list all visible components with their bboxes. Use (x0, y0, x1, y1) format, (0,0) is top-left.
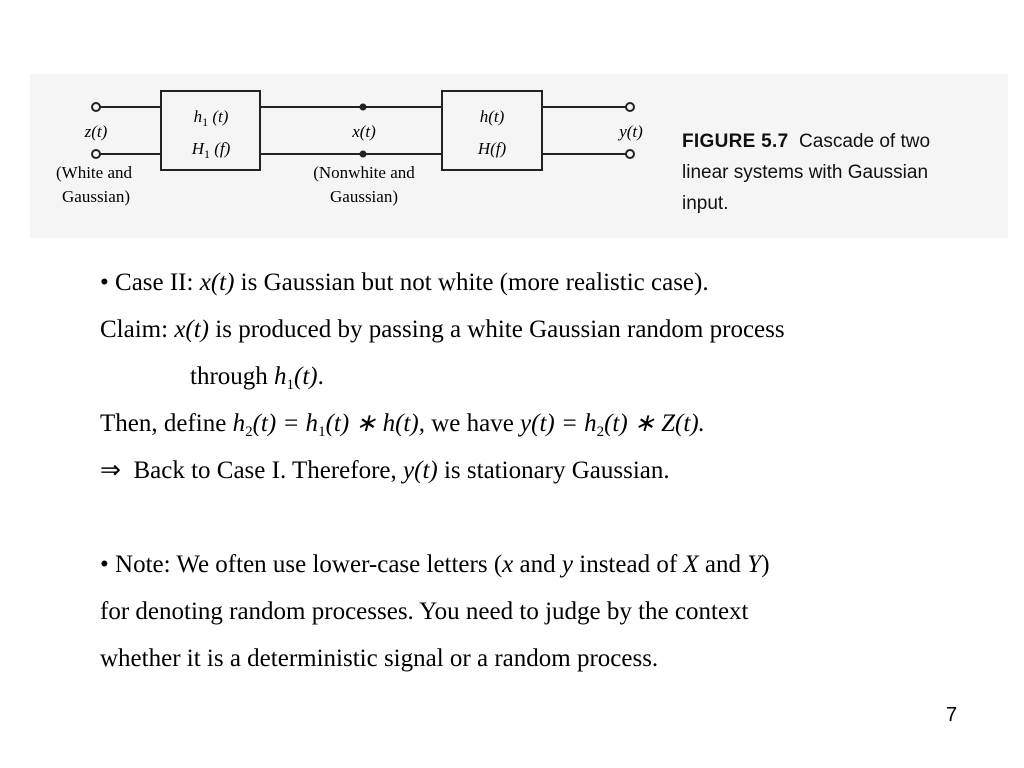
note-x: x (502, 551, 514, 578)
then-lead: Then, define (100, 410, 227, 437)
claim-lead: Claim: (100, 316, 169, 343)
block1-top-label: h1 (t) (194, 107, 229, 129)
case2-lead: Case II: (115, 269, 194, 296)
note-line-2: for denoting random processes. You need … (100, 598, 749, 625)
mid-signal-label: x(t) (351, 122, 376, 141)
bullet: • (100, 269, 109, 296)
figure-label: FIGURE 5.7 (682, 131, 789, 152)
through-tail: . (317, 363, 324, 390)
output-signal-label: y(t) (617, 122, 643, 141)
back-line: ⇒ Back to Case I. Therefore, y(t) is sta… (100, 447, 670, 494)
case2-line: • Case II: x(t) is Gaussian but not whit… (100, 259, 709, 306)
then-eq1: h2(t) = h1(t) ∗ h(t), (232, 410, 425, 440)
claim-var: x(t) (174, 316, 210, 343)
claim-rest: is produced by passing a white Gaussian … (215, 316, 785, 343)
implies-arrow: ⇒ (100, 457, 121, 484)
input-terminal-bottom (91, 149, 101, 159)
note-lead: Note: We often use lower-case letters ( (115, 551, 503, 578)
mid-desc-2: Gaussian) (330, 187, 398, 206)
output-terminal-bottom (625, 149, 635, 159)
note-and1: and (519, 551, 556, 578)
block2-top-label: h(t) (480, 107, 505, 126)
caption-line-3: input. (682, 193, 729, 214)
block2-bottom-label: H(f) (477, 139, 507, 158)
figure-caption: FIGURE 5.7 Cascade of two linear systems… (682, 126, 1002, 219)
back-lead: Back to Case I. Therefore, (133, 457, 397, 484)
output-terminal-top (625, 102, 635, 112)
claim-line: Claim: x(t) is produced by passing a whi… (100, 306, 785, 353)
back-var: y(t) (403, 457, 438, 484)
block-diagram: z(t) (White and Gaussian) h1 (t) H1 (f) … (56, 90, 643, 206)
note-line: • Note: We often use lower-case letters … (100, 541, 770, 588)
note-and2: and (704, 551, 742, 578)
input-terminal-top (91, 102, 101, 112)
block-h (441, 90, 543, 171)
block-h1 (160, 90, 261, 171)
caption-line-1: Cascade of two (799, 131, 931, 152)
input-signal-label: z(t) (84, 122, 108, 141)
figure-panel: z(t) (White and Gaussian) h1 (t) H1 (f) … (30, 74, 1008, 238)
through-line: through h1(t). (190, 353, 324, 400)
note-instead: instead of (579, 551, 678, 578)
mid-node-bottom (359, 150, 367, 158)
input-desc-2: Gaussian) (62, 187, 130, 206)
back-rest: is stationary Gaussian. (443, 457, 670, 484)
note-close: ) (761, 551, 770, 578)
then-line: Then, define h2(t) = h1(t) ∗ h(t), we ha… (100, 400, 705, 447)
case2-var: x(t) (199, 269, 235, 296)
block1-bottom-label: H1 (f) (191, 139, 231, 161)
note-Y: Y (747, 551, 762, 578)
through-lead: through (190, 363, 268, 390)
case2-rest: is Gaussian but not white (more realisti… (240, 269, 709, 296)
mid-desc-1: (Nonwhite and (313, 163, 415, 182)
note-X: X (683, 551, 699, 578)
then-eq2: y(t) = h2(t) ∗ Z(t). (520, 410, 705, 440)
then-mid: we have (431, 410, 514, 437)
mid-node-top (359, 103, 367, 111)
input-desc-1: (White and (56, 163, 132, 182)
through-var: h1(t) (274, 363, 318, 393)
page-number: 7 (946, 704, 958, 726)
bullet: • (100, 551, 109, 578)
note-line-3: whether it is a deterministic signal or … (100, 645, 659, 672)
caption-line-2: linear systems with Gaussian (682, 162, 929, 183)
note-y: y (561, 551, 573, 578)
